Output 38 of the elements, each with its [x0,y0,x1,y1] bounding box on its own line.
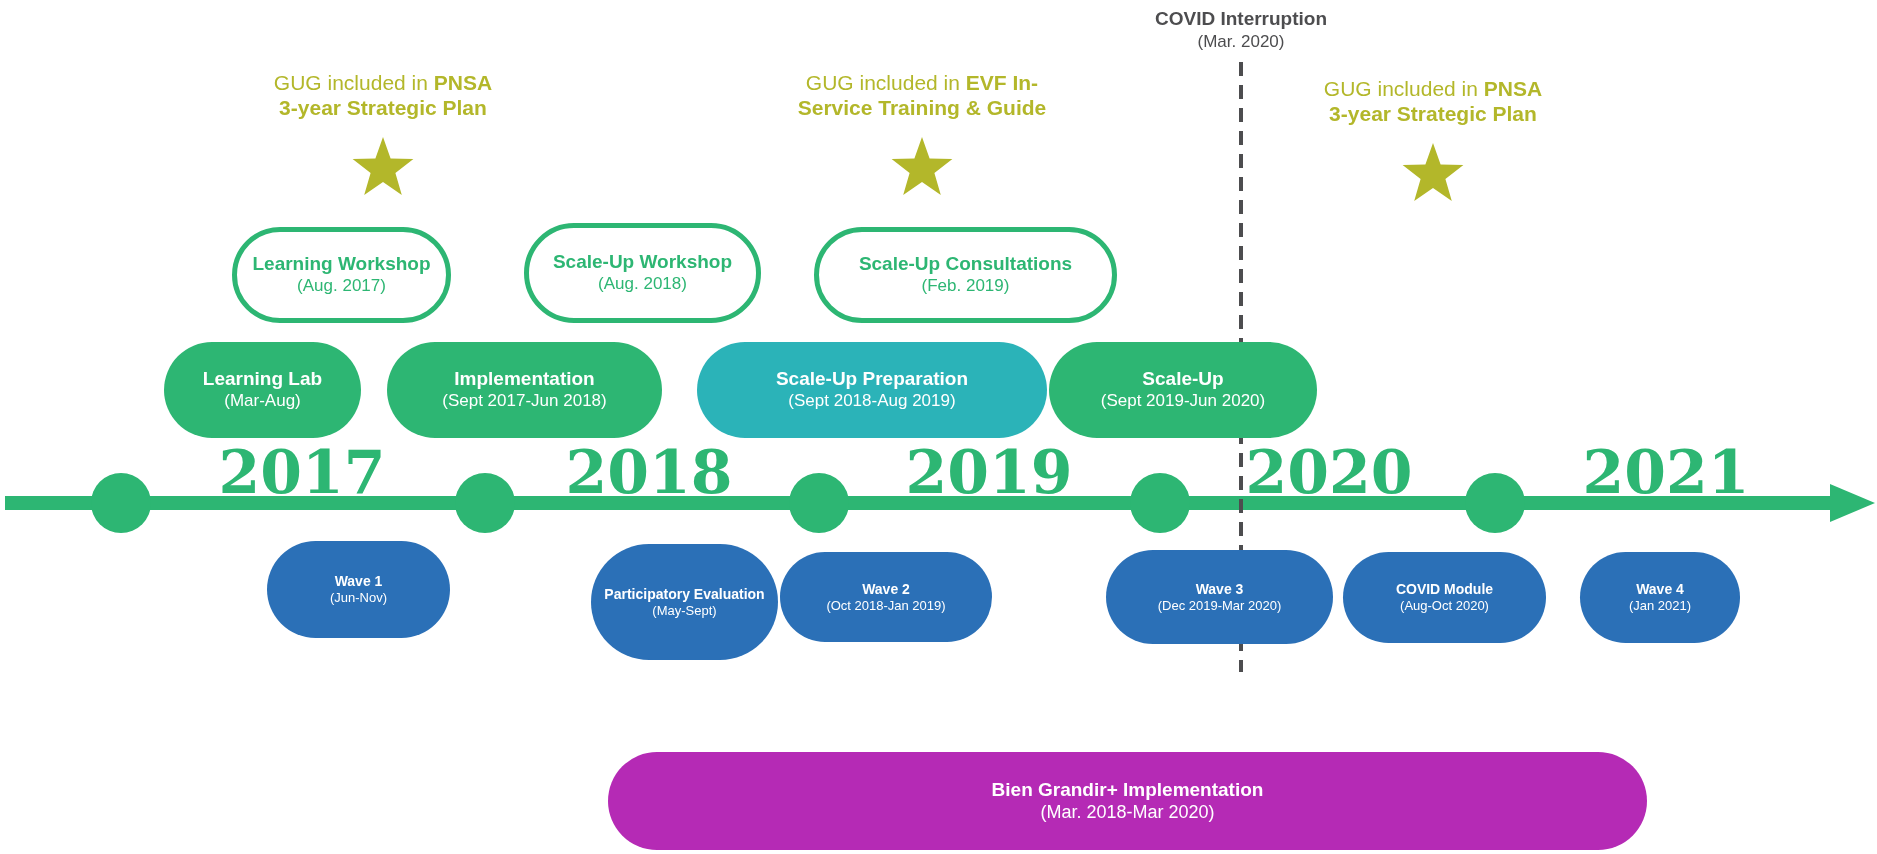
date-range: (Sept 2018-Aug 2019) [787,391,957,412]
date-range: (Jan 2021) [1627,598,1693,614]
phase-title: Scale-Up Preparation [774,368,970,392]
date-range: (Mar. 2018-Mar 2020) [1039,801,1216,824]
year-label: 2018 [564,442,734,502]
year-label: 2017 [217,442,387,502]
year-label: 2021 [1581,442,1751,502]
date-range: (Aug. 2017) [296,276,387,297]
phase-title: Wave 2 [861,580,911,598]
date-range: (Feb. 2019) [920,276,1011,297]
date-range: (Aug. 2018) [597,274,688,295]
year-label: 2019 [904,442,1074,502]
date-range: (Dec 2019-Mar 2020) [1156,597,1283,614]
date-range: (Jun-Nov) [328,590,389,606]
phase-title: Implementation [453,368,596,392]
date-range: (Sept 2019-Jun 2020) [1099,391,1267,412]
phase-title: Scale-Up Workshop [551,251,734,275]
date-range: (Oct 2018-Jan 2019) [825,597,947,614]
event-title: COVID Interruption [1153,8,1329,31]
milestone-note: GUG included in EVF In-Service Training & Guide [796,70,1048,121]
phase-title: Learning Workshop [251,253,432,277]
milestone-note: GUG included in PNSA 3-year Strategic Plan [1323,76,1543,127]
date-range: (Sept 2017-Jun 2018) [441,391,608,412]
date-range: (May-Sept) [651,602,718,619]
phase-title: Scale-Up [1141,368,1225,392]
date-label: (Mar. 2020) [1196,32,1286,53]
phase-title: COVID Module [1394,581,1495,599]
phase-title: Scale-Up Consultations [857,253,1074,277]
phase-title: Wave 4 [1635,581,1685,599]
date-range: (Mar-Aug) [223,391,302,412]
year-label: 2020 [1244,442,1414,502]
phase-title: Participatory Evaluation [603,585,766,603]
phase-title: Wave 1 [333,573,384,591]
milestone-note: GUG included in PNSA 3-year Strategic Plan [273,70,493,121]
phase-title: Wave 3 [1194,580,1245,598]
phase-title: Learning Lab [201,368,324,392]
date-range: (Aug-Oct 2020) [1399,598,1490,614]
phase-title: Bien Grandir+ Implementation [990,778,1265,802]
